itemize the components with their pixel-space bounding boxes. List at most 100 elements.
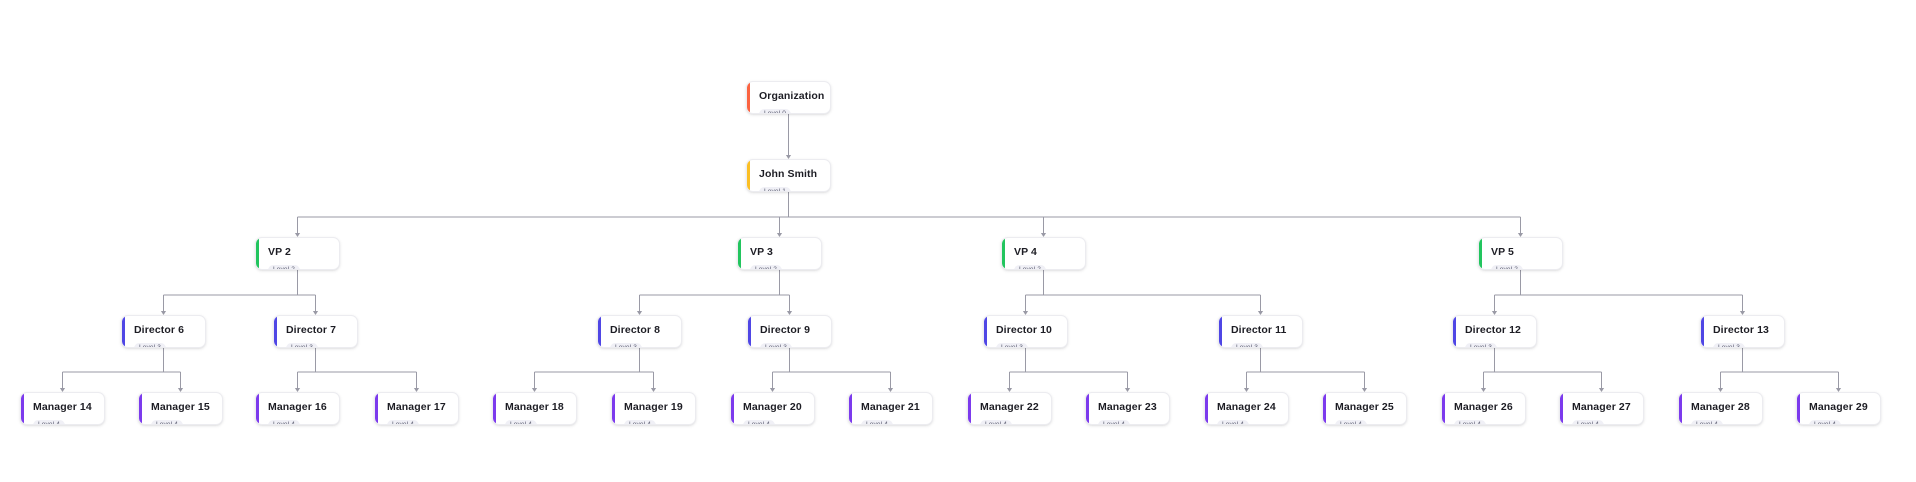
node-accent-bar [1323, 393, 1326, 424]
node-level-badge: Level 4 [1454, 419, 1487, 424]
node-accent-bar [747, 160, 750, 191]
node-level-badge: Level 4 [268, 419, 301, 424]
node-title: Director 6 [134, 324, 185, 336]
node-level-badge: Level 4 [1217, 419, 1250, 424]
node-level-badge: Level 3 [1713, 342, 1746, 347]
node-accent-bar [1560, 393, 1563, 424]
node-accent-bar [493, 393, 496, 424]
node-level-badge: Level 4 [1098, 419, 1131, 424]
node-accent-bar [1219, 316, 1222, 347]
org-node-manager-29[interactable]: Manager 29 Level 4 [1796, 392, 1881, 425]
node-body: Manager 29 Level 4 [1797, 393, 1880, 424]
node-accent-bar [849, 393, 852, 424]
node-accent-bar [256, 393, 259, 424]
node-accent-bar [1453, 316, 1456, 347]
node-title: Manager 22 [980, 401, 1039, 413]
org-node-manager-21[interactable]: Manager 21 Level 4 [848, 392, 933, 425]
node-level-badge: Level 4 [624, 419, 657, 424]
node-title: Director 9 [760, 324, 811, 336]
node-body: Manager 17 Level 4 [375, 393, 458, 424]
node-accent-bar [1679, 393, 1682, 424]
org-node-director-9[interactable]: Director 9 Level 3 [747, 315, 832, 348]
node-level-badge: Level 4 [33, 419, 66, 424]
node-body: Manager 26 Level 4 [1442, 393, 1525, 424]
node-title: John Smith [759, 168, 818, 180]
node-level-badge: Level 1 [759, 186, 792, 191]
org-node-manager-26[interactable]: Manager 26 Level 4 [1441, 392, 1526, 425]
node-level-badge: Level 4 [1809, 419, 1842, 424]
node-title: Manager 28 [1691, 401, 1750, 413]
org-node-manager-17[interactable]: Manager 17 Level 4 [374, 392, 459, 425]
node-level-badge: Level 4 [387, 419, 420, 424]
node-title: Director 13 [1713, 324, 1769, 336]
org-node-manager-24[interactable]: Manager 24 Level 4 [1204, 392, 1289, 425]
node-title: Manager 27 [1572, 401, 1631, 413]
node-title: VP 2 [268, 246, 291, 258]
node-accent-bar [375, 393, 378, 424]
node-title: Manager 29 [1809, 401, 1868, 413]
node-level-badge: Level 3 [286, 342, 319, 347]
node-accent-bar [1442, 393, 1445, 424]
node-body: Director 13 Level 3 [1701, 316, 1784, 347]
node-accent-bar [139, 393, 142, 424]
node-title: Manager 15 [151, 401, 210, 413]
node-title: Manager 25 [1335, 401, 1394, 413]
node-level-badge: Level 3 [1465, 342, 1498, 347]
node-level-badge: Level 4 [861, 419, 894, 424]
node-accent-bar [1797, 393, 1800, 424]
node-title: Manager 24 [1217, 401, 1276, 413]
node-title: Director 11 [1231, 324, 1287, 336]
node-level-badge: Level 3 [760, 342, 793, 347]
node-title: Manager 21 [861, 401, 920, 413]
node-accent-bar [968, 393, 971, 424]
node-body: Manager 24 Level 4 [1205, 393, 1288, 424]
node-accent-bar [122, 316, 125, 347]
node-accent-bar [984, 316, 987, 347]
org-node-director-13[interactable]: Director 13 Level 3 [1700, 315, 1785, 348]
org-node-vp-2[interactable]: VP 2 Level 2 [255, 237, 340, 270]
node-level-badge: Level 2 [1014, 264, 1047, 269]
node-accent-bar [612, 393, 615, 424]
node-title: Manager 17 [387, 401, 446, 413]
node-level-badge: Level 2 [1491, 264, 1524, 269]
node-accent-bar [748, 316, 751, 347]
node-level-badge: Level 2 [268, 264, 301, 269]
node-title: Manager 26 [1454, 401, 1513, 413]
